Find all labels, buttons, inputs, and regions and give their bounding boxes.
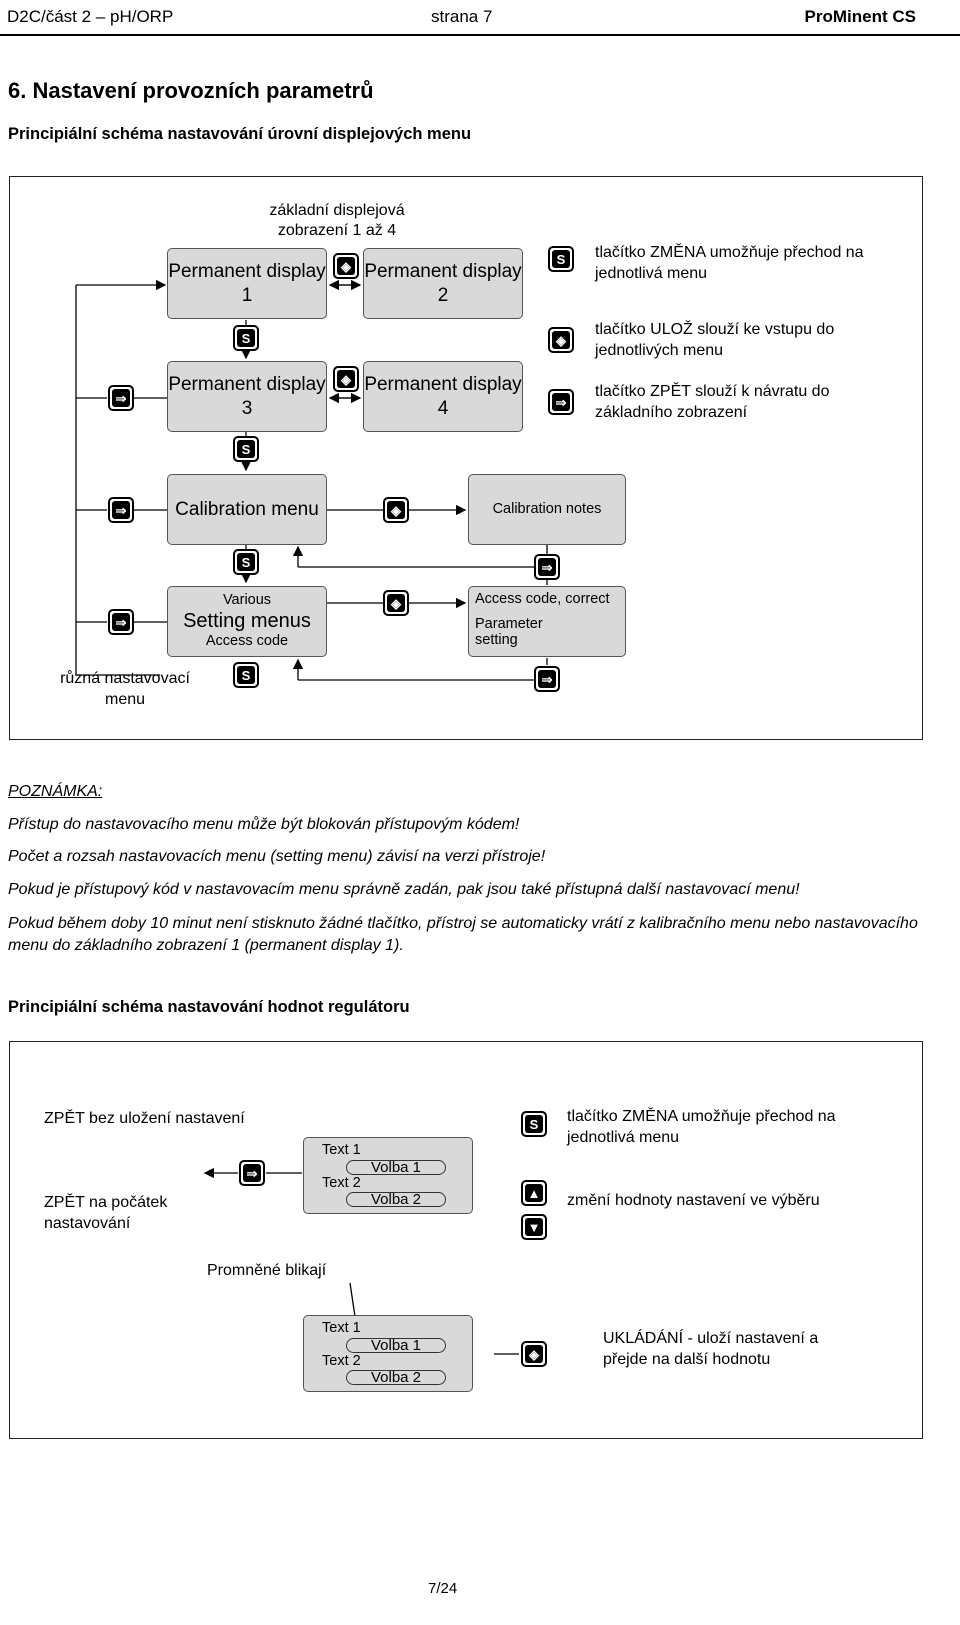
change-key-icon: S (521, 1111, 547, 1137)
base-displays-label: základní displejová zobrazení 1 až 4 (269, 202, 405, 239)
legend-save: tlačítko ULOŽ slouží ke vstupu do jednot… (595, 321, 835, 359)
legend2-store: UKLÁDÁNÍ - uloží nastavení a přejde na d… (603, 1330, 819, 1368)
setting-menus-box[interactable]: Various Setting menus Access code (167, 586, 327, 657)
calibration-notes-box[interactable]: Calibration notes (468, 474, 626, 545)
up-arrow-key-icon: ▲ (521, 1180, 547, 1206)
back-key-icon[interactable]: ⇒ (108, 609, 134, 635)
permanent-display-4-label: Permanent display 4 (364, 374, 522, 419)
header-center: strana 7 (431, 7, 493, 26)
text1-label: Text 1 (322, 1320, 361, 1336)
back-key-icon: ⇒ (548, 389, 574, 415)
change-key-icon[interactable]: S (233, 549, 259, 575)
back-key-icon[interactable]: ⇒ (108, 497, 134, 523)
legend-back: tlačítko ZPĚT slouží k návratu do základ… (595, 383, 830, 421)
header-left: D2C/část 2 – pH/ORP (7, 7, 174, 26)
option2-label: Volba 2 (346, 1370, 446, 1385)
permanent-display-4[interactable]: Permanent display 4 (363, 361, 523, 432)
calibration-menu-label: Calibration menu (175, 498, 319, 520)
permanent-display-2-label: Permanent display 2 (364, 261, 522, 306)
back-key-icon[interactable]: ⇒ (534, 554, 560, 580)
option2-label: Volba 2 (346, 1192, 446, 1207)
access-code-correct-box[interactable]: Access code, correct Parameter setting (468, 586, 626, 657)
permanent-display-3[interactable]: Permanent display 3 (167, 361, 327, 432)
permanent-display-1-label: Permanent display 1 (168, 261, 326, 306)
diagram1-frame (9, 176, 923, 740)
down-arrow-key-icon: ▼ (521, 1214, 547, 1240)
legend2-change: tlačítko ZMĚNA umožňuje přechod na jedno… (567, 1108, 836, 1146)
change-key-icon[interactable]: ◈ (333, 253, 359, 279)
change-key-icon[interactable]: S (233, 325, 259, 351)
option1-label: Volba 1 (346, 1338, 446, 1353)
change-key-icon[interactable]: S (233, 662, 259, 688)
save-key-icon[interactable]: ◈ (383, 497, 409, 523)
note-line-3: Pokud je přístupový kód v nastavovacím m… (8, 881, 800, 898)
back-key-icon[interactable]: ⇒ (108, 385, 134, 411)
header-right: ProMinent CS (804, 7, 916, 26)
access-code-correct-label: Access code, correct (475, 591, 610, 607)
diagram2-frame (9, 1041, 923, 1439)
permanent-display-1[interactable]: Permanent display 1 (167, 248, 327, 319)
text1-label: Text 1 (322, 1142, 361, 1158)
diagram2-title: Principiální schéma nastavování hodnot r… (8, 998, 410, 1016)
permanent-display-2[interactable]: Permanent display 2 (363, 248, 523, 319)
value-display-top: Text 1 Volba 1 Text 2 Volba 2 (303, 1137, 473, 1214)
option1-label: Volba 1 (346, 1160, 446, 1175)
change-key-icon[interactable]: ◈ (333, 366, 359, 392)
blinking-label: Promněné blikají (207, 1262, 327, 1279)
legend2-updown: změní hodnoty nastavení ve výběru (567, 1192, 820, 1209)
back-no-save-label: ZPĚT bez uložení nastavení (44, 1110, 245, 1127)
diagram1-title: Principiální schéma nastavování úrovní d… (8, 125, 472, 143)
note-line-2: Počet a rozsah nastavovacích menu (setti… (8, 848, 546, 865)
page-number: 7/24 (428, 1580, 458, 1597)
permanent-display-3-label: Permanent display 3 (168, 374, 326, 419)
various-label: Various (222, 592, 272, 609)
back-to-start-label: ZPĚT na počátek nastavování (44, 1194, 168, 1232)
note-line-4: Pokud během doby 10 minut není stisknuto… (8, 915, 918, 954)
legend-change: tlačítko ZMĚNA umožňuje přechod na jedno… (595, 244, 864, 282)
text2-label: Text 2 (322, 1353, 361, 1369)
back-key-icon[interactable]: ⇒ (534, 666, 560, 692)
parameter-setting-label: Parameter setting (475, 615, 543, 648)
access-code-label: Access code (205, 633, 289, 649)
back-key-icon[interactable]: ⇒ (239, 1160, 265, 1186)
setting-menus-label: Setting menus (183, 610, 311, 632)
value-display-bottom: Text 1 Volba 1 Text 2 Volba 2 (303, 1315, 473, 1392)
note-heading: POZNÁMKA: (8, 783, 103, 800)
save-key-icon: ◈ (548, 327, 574, 353)
save-key-icon[interactable]: ◈ (521, 1341, 547, 1367)
change-key-icon: S (548, 246, 574, 272)
various-menus-label: různá nastavovací menu (60, 670, 190, 708)
save-key-icon[interactable]: ◈ (383, 590, 409, 616)
calibration-notes-label: Calibration notes (492, 500, 602, 517)
header-divider (0, 34, 960, 36)
calibration-menu-box[interactable]: Calibration menu (167, 474, 327, 545)
note-line-1: Přístup do nastavovacího menu může být b… (8, 816, 520, 833)
section-title: 6. Nastavení provozních parametrů (8, 78, 374, 103)
text2-label: Text 2 (322, 1175, 361, 1191)
change-key-icon[interactable]: S (233, 436, 259, 462)
